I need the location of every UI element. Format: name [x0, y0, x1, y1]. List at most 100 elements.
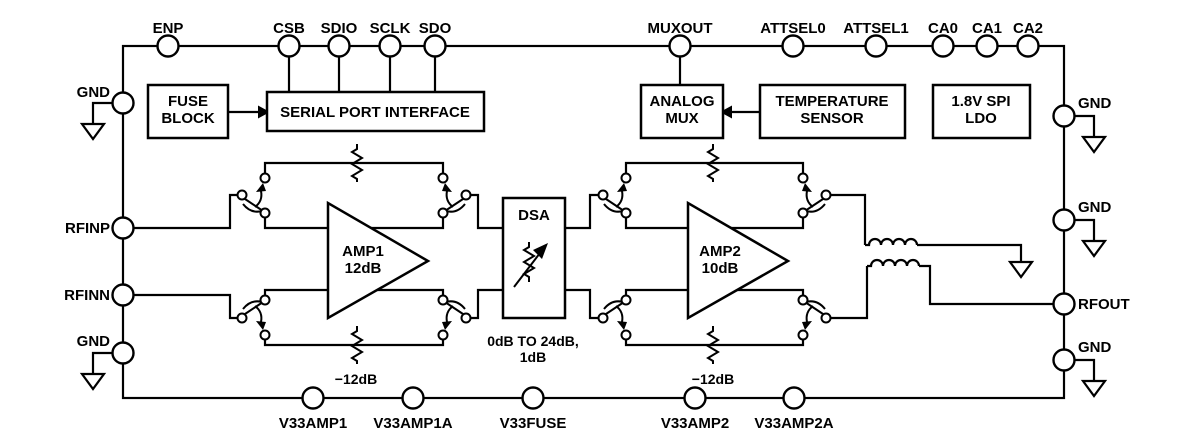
pin-gnd-right-3 — [1052, 348, 1076, 372]
pin-label-v33amp2: V33AMP2 — [661, 415, 729, 432]
pin-label-v33amp1a: V33AMP1A — [373, 415, 452, 432]
pin-label-csb: CSB — [273, 20, 305, 37]
amp2-bypass-gain-label: −12dB — [692, 371, 734, 387]
pin-label-gnd-left-2: GND — [77, 333, 111, 350]
dsa-range-label-1: 0dB TO 24dB, — [487, 333, 579, 349]
switch-amp2-in-lower — [597, 294, 632, 341]
spi-ldo-label-1: 1.8V SPI — [951, 93, 1010, 110]
variable-attenuator-icon — [513, 242, 548, 288]
pins — [111, 34, 1076, 410]
function-blocks — [146, 83, 1032, 320]
ground-icon — [1080, 239, 1108, 258]
switch-amp1-out-upper — [437, 172, 472, 219]
pin-ca1 — [975, 34, 999, 58]
temperature-sensor-label-1: TEMPERATURE — [775, 93, 888, 110]
pin-gnd-right-1 — [1052, 104, 1076, 128]
resistor-amp1-upper — [350, 144, 364, 182]
fuse-block-box — [146, 83, 230, 140]
pin-gnd-right-2 — [1052, 208, 1076, 232]
pin-label-sdo: SDO — [419, 20, 452, 37]
pin-attsel1 — [864, 34, 888, 58]
amp2-triangle — [686, 200, 791, 321]
spi-ldo-box — [931, 83, 1032, 140]
pin-label-ca0: CA0 — [928, 20, 958, 37]
pin-ca0 — [931, 34, 955, 58]
inductor-primary — [865, 237, 919, 247]
temperature-sensor-label-2: SENSOR — [800, 110, 864, 127]
pin-label-gnd-left-1: GND — [77, 84, 111, 101]
switch-amp2-out-lower — [797, 294, 832, 341]
pin-label-attsel0: ATTSEL0 — [760, 20, 826, 37]
pin-label-muxout: MUXOUT — [648, 20, 713, 37]
pin-rfinn — [111, 283, 135, 307]
pin-label-enp: ENP — [153, 20, 184, 37]
switch-amp1-in-lower — [236, 294, 271, 341]
pin-csb — [277, 34, 301, 58]
pin-label-ca1: CA1 — [972, 20, 1002, 37]
pin-label-gnd-right-2: GND — [1078, 199, 1112, 216]
analog-mux-box — [639, 83, 725, 140]
amp1-bypass-gain-label: −12dB — [335, 371, 377, 387]
switch-amp1-in-upper — [236, 172, 271, 219]
block-arrows — [228, 105, 760, 119]
pin-v33amp1 — [301, 386, 325, 410]
ground-icon — [1080, 379, 1108, 398]
pin-label-sdio: SDIO — [321, 20, 358, 37]
switch-amp1-out-lower — [437, 294, 472, 341]
switch-amp2-out-upper — [797, 172, 832, 219]
amplifiers — [326, 200, 791, 321]
pin-rfout — [1052, 292, 1076, 316]
analog-mux-label-2: MUX — [665, 110, 698, 127]
bypass-resistors — [350, 144, 720, 364]
pin-sdio — [327, 34, 351, 58]
amp1-gain-label: 12dB — [345, 260, 382, 277]
pin-label-v33amp2a: V33AMP2A — [754, 415, 833, 432]
output-balun — [865, 237, 921, 268]
serial-port-interface-label: SERIAL PORT INTERFACE — [280, 104, 470, 121]
bypass-switches — [236, 172, 832, 341]
pin-v33fuse — [521, 386, 545, 410]
pin-sclk — [378, 34, 402, 58]
pin-label-v33fuse: V33FUSE — [500, 415, 567, 432]
inductor-secondary — [867, 258, 921, 268]
pin-v33amp1a — [401, 386, 425, 410]
dsa-box — [501, 196, 567, 320]
analog-mux-label-1: ANALOG — [650, 93, 715, 110]
temperature-sensor-box — [758, 83, 907, 140]
amp2-name-label: AMP2 — [699, 243, 741, 260]
serial-port-interface-box — [265, 90, 486, 133]
pin-muxout — [668, 34, 692, 58]
dsa-range-label-2: 1dB — [520, 349, 546, 365]
pin-gnd-left-2 — [111, 341, 135, 365]
pin-label-gnd-right-1: GND — [1078, 95, 1112, 112]
pin-rfinp — [111, 216, 135, 240]
pin-v33amp2 — [683, 386, 707, 410]
resistor-amp2-upper — [706, 144, 720, 182]
labels: ENP CSB SDIO SCLK SDO MUXOUT ATTSEL0 ATT… — [64, 20, 1130, 432]
pin-label-v33amp1: V33AMP1 — [279, 415, 347, 432]
ground-symbols — [79, 122, 1108, 398]
resistor-amp2-lower — [706, 326, 720, 364]
pin-label-sclk: SCLK — [370, 20, 411, 37]
fuse-block-label-1: FUSE — [168, 93, 208, 110]
pin-label-gnd-right-3: GND — [1078, 339, 1112, 356]
pin-label-rfout: RFOUT — [1078, 296, 1130, 313]
arrow-left-icon — [720, 105, 732, 119]
spi-ldo-label-2: LDO — [965, 110, 997, 127]
fuse-block-label-2: BLOCK — [161, 110, 214, 127]
pin-label-attsel1: ATTSEL1 — [843, 20, 909, 37]
pin-v33amp2a — [782, 386, 806, 410]
amp1-name-label: AMP1 — [342, 243, 384, 260]
resistor-amp1-lower — [350, 326, 364, 364]
pin-label-ca2: CA2 — [1013, 20, 1043, 37]
pin-attsel0 — [781, 34, 805, 58]
ground-icon — [79, 122, 107, 141]
arrow-right-icon — [258, 105, 270, 119]
dsa-label: DSA — [518, 207, 550, 224]
amp2-gain-label: 10dB — [702, 260, 739, 277]
pin-label-rfinp: RFINP — [65, 220, 110, 237]
ground-icon — [1007, 260, 1035, 279]
ground-icon — [79, 372, 107, 391]
pin-ca2 — [1016, 34, 1040, 58]
